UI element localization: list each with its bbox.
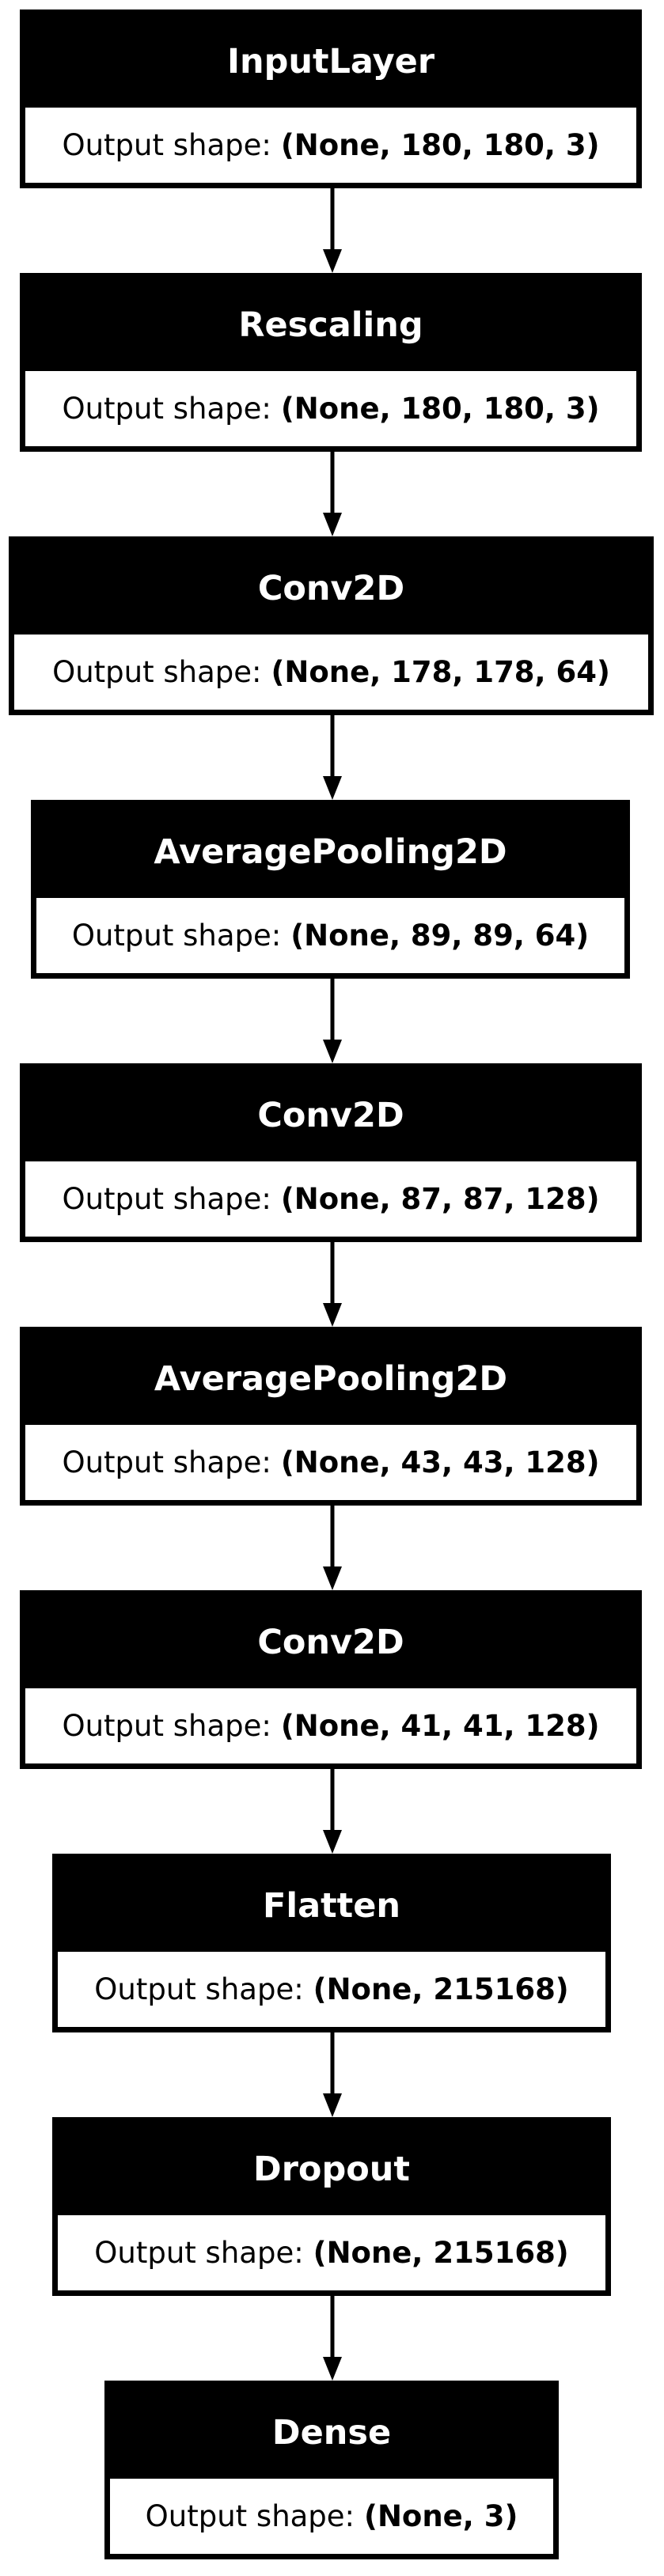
connector-arrow — [323, 2032, 342, 2117]
layer-name: Dropout — [58, 2123, 605, 2215]
layer-output: Output shape: (None, 41, 41, 128) — [25, 1688, 636, 1763]
layer-name: AveragePooling2D — [25, 1332, 636, 1425]
layer-output: Output shape: (None, 87, 87, 128) — [25, 1161, 636, 1237]
layer-output: Output shape: (None, 178, 178, 64) — [14, 635, 648, 710]
output-shape-label: Output shape: — [62, 128, 271, 162]
layer-node-6: Conv2D Output shape: (None, 41, 41, 128) — [20, 1590, 642, 1769]
output-shape-value: (None, 41, 41, 128) — [280, 1709, 600, 1743]
connector-arrow — [323, 1242, 342, 1327]
output-shape-value: (None, 178, 178, 64) — [271, 655, 610, 689]
output-shape-label: Output shape: — [62, 1445, 271, 1479]
layer-name: Conv2D — [25, 1069, 636, 1161]
output-shape-label: Output shape: — [52, 655, 262, 689]
connector-arrow — [323, 1506, 342, 1590]
layer-node-5: AveragePooling2D Output shape: (None, 43, … — [20, 1327, 642, 1506]
output-shape-value: (None, 89, 89, 64) — [290, 919, 590, 953]
output-shape-value: (None, 215168) — [313, 2236, 569, 2270]
output-shape-value: (None, 215168) — [313, 1972, 569, 2006]
output-shape-label: Output shape: — [71, 919, 282, 953]
output-shape-label: Output shape: — [62, 1709, 271, 1743]
output-shape-value: (None, 3) — [364, 2499, 518, 2533]
output-shape-value: (None, 180, 180, 3) — [280, 128, 600, 162]
layer-name: Conv2D — [14, 542, 648, 635]
output-shape-label: Output shape: — [94, 1972, 304, 2006]
layer-name: Flatten — [58, 1859, 605, 1952]
output-shape-label: Output shape: — [62, 1182, 271, 1216]
layer-name: InputLayer — [25, 15, 636, 108]
layer-name: AveragePooling2D — [36, 805, 624, 898]
layer-node-4: Conv2D Output shape: (None, 87, 87, 128) — [20, 1063, 642, 1242]
connector-arrow — [323, 452, 342, 536]
layer-output: Output shape: (None, 215168) — [58, 2215, 605, 2290]
output-shape-value: (None, 87, 87, 128) — [280, 1182, 600, 1216]
layer-output: Output shape: (None, 215168) — [58, 1952, 605, 2027]
layer-name: Dense — [110, 2386, 553, 2479]
layer-name: Rescaling — [25, 278, 636, 371]
output-shape-label: Output shape: — [62, 392, 271, 426]
layer-output: Output shape: (None, 180, 180, 3) — [25, 371, 636, 446]
connector-arrow — [323, 715, 342, 800]
layer-output: Output shape: (None, 3) — [110, 2479, 553, 2554]
layer-name: Conv2D — [25, 1596, 636, 1688]
layer-output: Output shape: (None, 43, 43, 128) — [25, 1425, 636, 1500]
output-shape-label: Output shape: — [145, 2499, 355, 2533]
output-shape-value: (None, 43, 43, 128) — [280, 1445, 600, 1479]
layer-node-2: Conv2D Output shape: (None, 178, 178, 64) — [9, 536, 654, 715]
connector-arrow — [323, 188, 342, 273]
connector-arrow — [323, 1769, 342, 1854]
layer-output: Output shape:(None, 89, 89, 64) — [36, 898, 624, 973]
output-shape-label: Output shape: — [94, 2236, 304, 2270]
connector-arrow — [323, 979, 342, 1063]
connector-arrow — [323, 2296, 342, 2381]
layer-output: Output shape: (None, 180, 180, 3) — [25, 108, 636, 183]
output-shape-value: (None, 180, 180, 3) — [280, 392, 600, 426]
